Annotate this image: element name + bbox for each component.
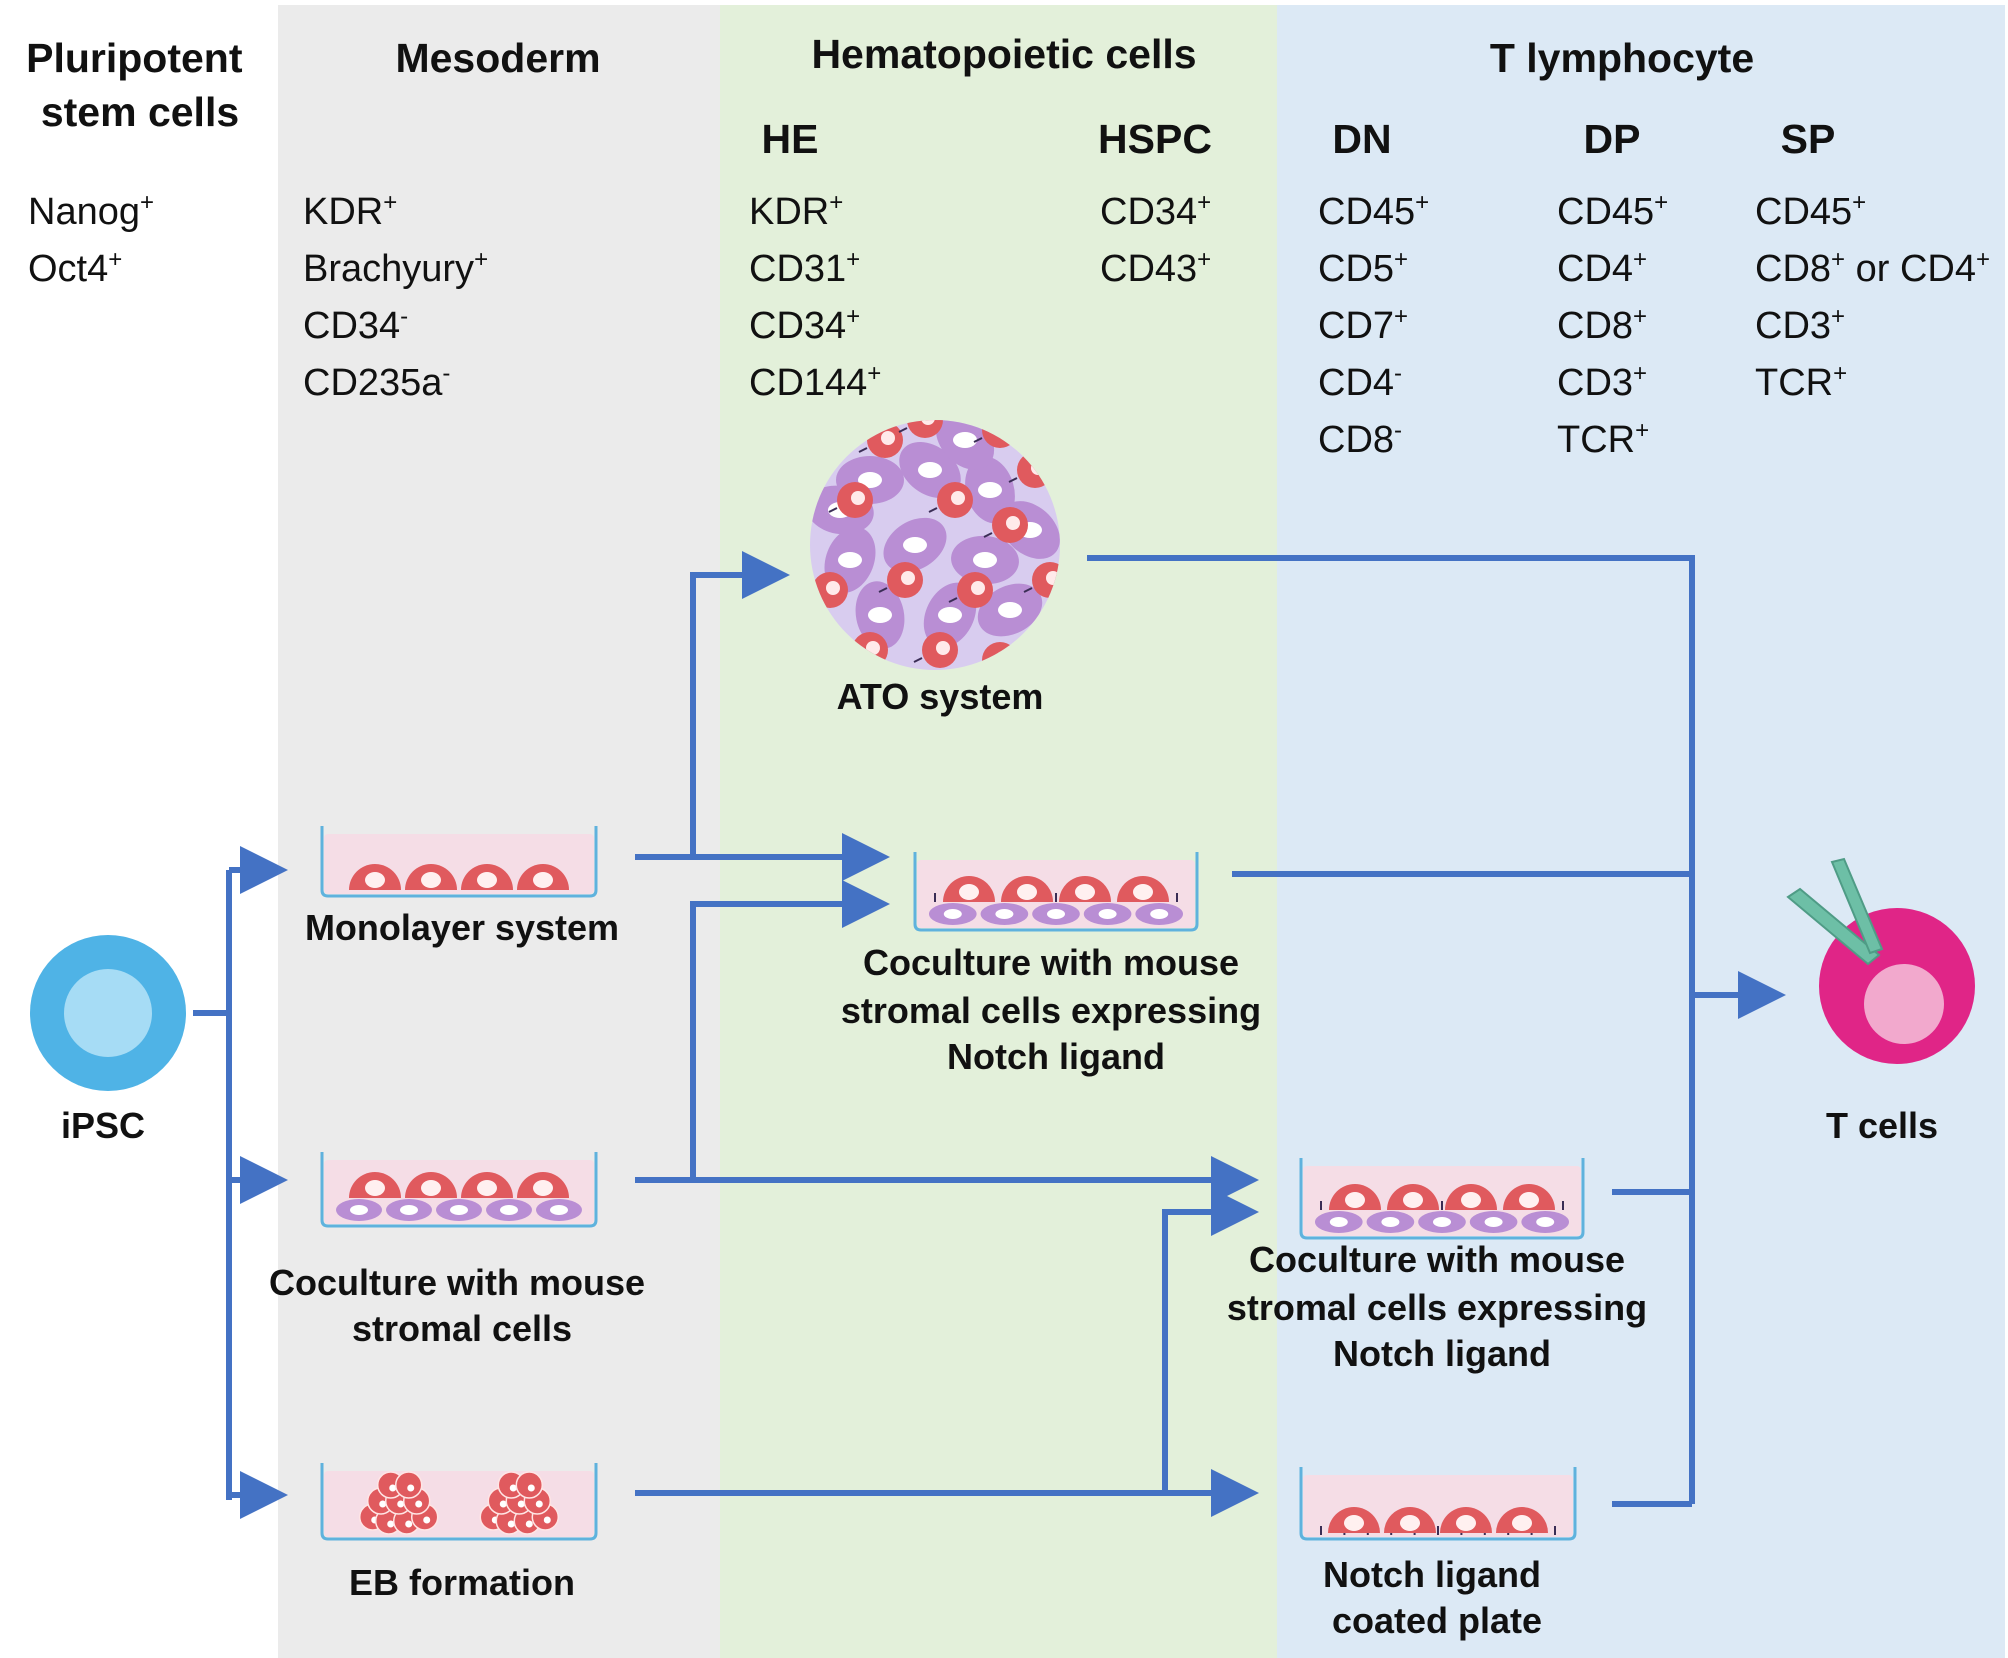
marker-mesoderm-2: CD34- bbox=[303, 303, 408, 347]
marker-sp-3: TCR+ bbox=[1755, 360, 1847, 404]
marker-he-0: KDR+ bbox=[749, 189, 843, 233]
dp-subheader: DP bbox=[1584, 116, 1641, 162]
arrow-monolayer-to-ato bbox=[690, 551, 790, 857]
ipsc-branch-trunk bbox=[193, 870, 232, 1500]
marker-sp-0: CD45+ bbox=[1755, 189, 1866, 233]
arrow-eb-to-coculture-notch-2 bbox=[1162, 1188, 1259, 1493]
monolayer-dish-icon bbox=[320, 826, 598, 898]
marker-he-3: CD144+ bbox=[749, 360, 881, 404]
marker-dn-2: CD7+ bbox=[1318, 303, 1408, 347]
marker-pluripotent-0: Nanog+ bbox=[28, 189, 154, 233]
dn-subheader: DN bbox=[1332, 116, 1391, 162]
hspc-subheader: HSPC bbox=[1098, 116, 1212, 162]
ipsc-label: iPSC bbox=[61, 1105, 145, 1146]
marker-dp-0: CD45+ bbox=[1557, 189, 1668, 233]
marker-sp-2: CD3+ bbox=[1755, 303, 1845, 347]
coculture-notch-dish-icon-2 bbox=[1299, 1158, 1585, 1240]
marker-pluripotent-1: Oct4+ bbox=[28, 246, 122, 290]
ato-system-label: ATO system bbox=[837, 676, 1044, 717]
hematopoietic-header: Hematopoietic cells bbox=[811, 31, 1196, 77]
coculture-mouse-dish-icon bbox=[320, 1152, 598, 1228]
coculture-notch-label-1: Coculture with mouse stromal cells expre… bbox=[841, 942, 1271, 1077]
monolayer-label: Monolayer system bbox=[305, 907, 619, 948]
mesoderm-panel bbox=[278, 5, 720, 1658]
mesoderm-header: Mesoderm bbox=[395, 35, 600, 81]
t-cells-label: T cells bbox=[1826, 1105, 1938, 1146]
ipsc-cell bbox=[30, 935, 186, 1091]
marker-hspc-0: CD34+ bbox=[1100, 189, 1211, 233]
marker-dn-3: CD4- bbox=[1318, 360, 1402, 404]
marker-dp-4: TCR+ bbox=[1557, 417, 1649, 461]
t-cell-receptor-icon bbox=[1786, 857, 1884, 966]
pluripotent-header: Pluripotent stem cells bbox=[26, 35, 254, 135]
eb-formation-label: EB formation bbox=[349, 1562, 575, 1603]
marker-dn-4: CD8- bbox=[1318, 417, 1402, 461]
ato-organoid-icon bbox=[810, 420, 1060, 670]
marker-lists: Nanog+ Oct4+ KDR+ Brachyury+ CD34- CD235a- KDR… bbox=[28, 189, 1990, 461]
marker-mesoderm-3: CD235a- bbox=[303, 360, 450, 404]
he-subheader: HE bbox=[762, 116, 819, 162]
hematopoietic-panel bbox=[720, 5, 1277, 1658]
t-lymphocyte-header: T lymphocyte bbox=[1490, 35, 1754, 81]
notch-coated-plate-icon bbox=[1299, 1467, 1577, 1541]
marker-dn-1: CD5+ bbox=[1318, 246, 1408, 290]
coculture-mouse-label: Coculture with mouse stromal cells bbox=[269, 1262, 655, 1349]
line-ato-out bbox=[1087, 555, 1695, 1504]
marker-dp-3: CD3+ bbox=[1557, 360, 1647, 404]
marker-sp-1: CD8+ or CD4+ bbox=[1755, 246, 1990, 290]
marker-mesoderm-0: KDR+ bbox=[303, 189, 397, 233]
marker-dn-0: CD45+ bbox=[1318, 189, 1429, 233]
marker-hspc-1: CD43+ bbox=[1100, 246, 1211, 290]
eb-formation-dish-icon bbox=[320, 1463, 598, 1541]
connector-arrows bbox=[193, 551, 1786, 1519]
arrow-coculture-mouse-to-coculture-notch-1 bbox=[690, 880, 890, 1180]
marker-he-2: CD34+ bbox=[749, 303, 860, 347]
marker-dp-1: CD4+ bbox=[1557, 246, 1647, 290]
t-lymphocyte-panel bbox=[1277, 5, 2005, 1658]
marker-he-1: CD31+ bbox=[749, 246, 860, 290]
coculture-notch-label-2: Coculture with mouse stromal cells expre… bbox=[1227, 1239, 1657, 1374]
sp-subheader: SP bbox=[1781, 116, 1836, 162]
notch-plate-label: Notch ligand coated plate bbox=[1323, 1554, 1551, 1641]
marker-mesoderm-1: Brachyury+ bbox=[303, 246, 488, 290]
marker-dp-2: CD8+ bbox=[1557, 303, 1647, 347]
coculture-notch-dish-icon-1 bbox=[913, 852, 1199, 932]
